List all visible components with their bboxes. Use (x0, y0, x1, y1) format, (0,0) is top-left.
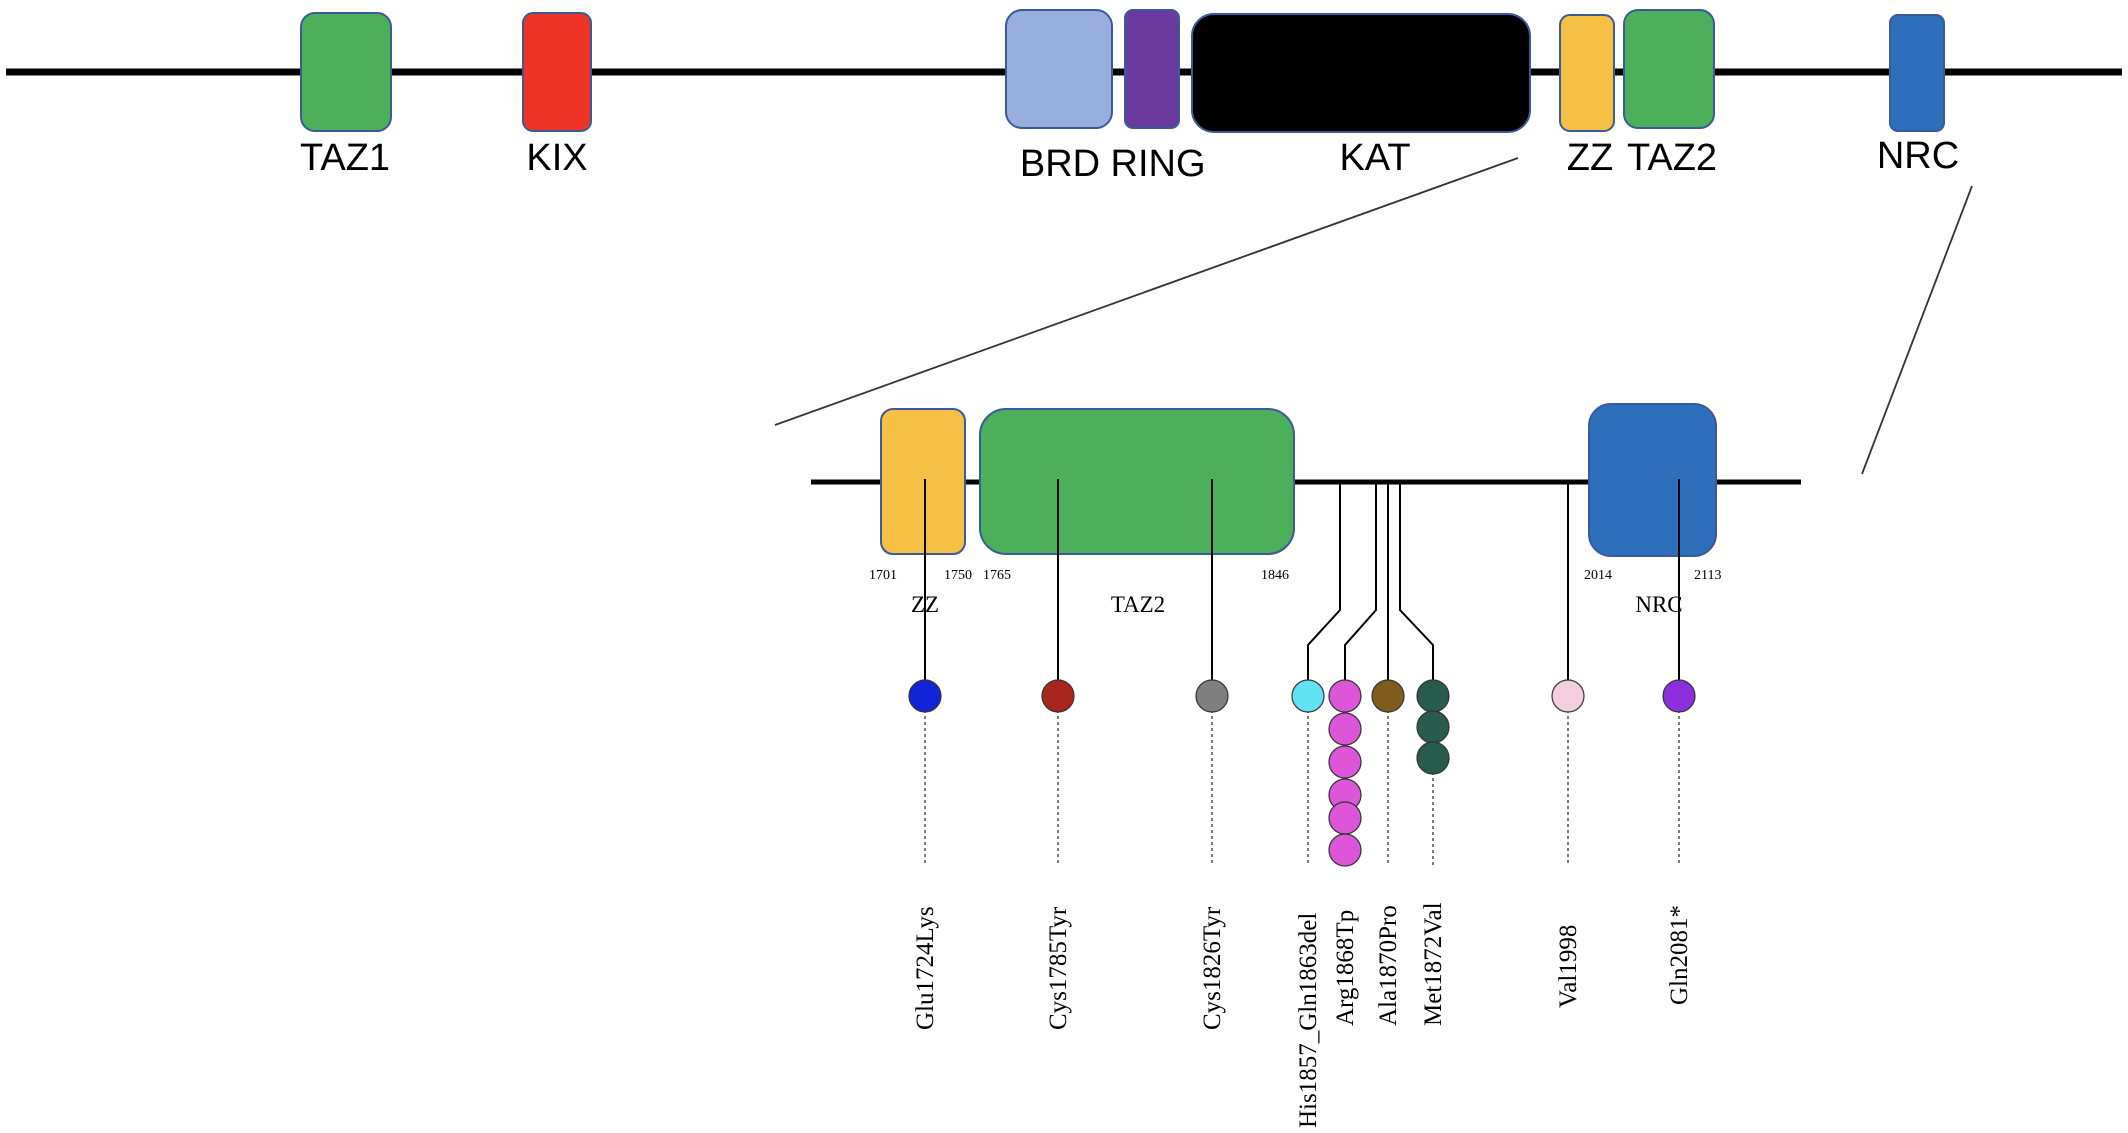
variant-stems (924, 479, 1680, 686)
variant-label-glu1724lys: Glu1724Lys (912, 906, 939, 1030)
domain-taz1-box (300, 12, 392, 132)
domain-taz2-box (1623, 9, 1715, 129)
detail-nrc-end: 2113 (1694, 568, 1721, 583)
variant-label-met1872val: Met1872Val (1420, 902, 1447, 1026)
variant-circle-cys1785tyr (1041, 679, 1075, 713)
domain-kat-box (1191, 13, 1531, 133)
detail-domain-nrc-box (1588, 403, 1717, 557)
variant-circle-met1872val-3 (1416, 741, 1450, 775)
variant-label-arg1868tp: Arg1868Tp (1332, 910, 1359, 1026)
variant-circle-cys1826tyr (1195, 679, 1229, 713)
domain-label-kat: KAT (1339, 137, 1410, 179)
detail-domain-zz-box (880, 408, 966, 555)
detail-zz-start: 1701 (869, 568, 897, 583)
variant-leaders (924, 710, 1680, 866)
variant-label-cys1785tyr: Cys1785Tyr (1045, 906, 1072, 1030)
domain-label-ring: RING (1111, 143, 1206, 185)
full-protein-track: TAZ1 KIX BRD RING KAT ZZ TAZ2 NRC (6, 9, 2122, 185)
variant-circle-arg1868tp-2 (1328, 712, 1362, 746)
domain-label-kix: KIX (526, 137, 587, 179)
domain-label-zz: ZZ (1567, 137, 1613, 179)
variant-circle-arg1868tp-6 (1328, 833, 1362, 867)
stem-met1872val (1399, 482, 1434, 686)
domain-label-nrc: NRC (1877, 135, 1959, 177)
variant-circle-arg1868tp-5 (1328, 801, 1362, 835)
variant-circle-met1872val-2 (1416, 710, 1450, 744)
domain-nrc-box (1889, 14, 1945, 132)
variant-circle-arg1868tp-1 (1328, 679, 1362, 713)
variant-circle-ala1870pro (1371, 679, 1405, 713)
detail-taz2-start: 1765 (983, 568, 1011, 583)
stem-his1857-gln1863del (1307, 482, 1341, 686)
domain-brd-box (1005, 9, 1113, 129)
domain-zz-box (1559, 14, 1615, 132)
variant-label-val1998: Val1998 (1555, 925, 1582, 1008)
variant-circles (908, 679, 1696, 867)
detail-zz-end: 1750 (944, 568, 972, 583)
detail-domain-label-taz2: TAZ2 (1111, 592, 1165, 617)
domain-ring-box (1124, 9, 1180, 129)
stem-arg1868tp (1344, 482, 1377, 686)
domain-label-brd: BRD (1020, 143, 1100, 185)
variant-labels: Glu1724Lys Cys1785Tyr Cys1826Tyr His1857… (912, 902, 1693, 1128)
detail-domain-taz2-box (979, 408, 1295, 555)
variant-circle-met1872val-1 (1416, 679, 1450, 713)
variant-circle-val1998 (1551, 679, 1585, 713)
variant-label-ala1870pro: Ala1870Pro (1375, 905, 1402, 1026)
zoom-guide-left (774, 157, 1519, 426)
domain-label-taz2: TAZ2 (1627, 137, 1717, 179)
variant-label-gln2081-stop: Gln2081* (1666, 905, 1693, 1005)
variant-circle-his1857-gln1863del (1291, 679, 1325, 713)
variant-circle-glu1724lys (908, 679, 942, 713)
variant-label-cys1826tyr: Cys1826Tyr (1199, 906, 1226, 1030)
zoom-guide-right (1861, 185, 1973, 475)
detail-nrc-start: 2014 (1584, 568, 1612, 583)
detail-track: 1701 1750 1765 1846 2014 2113 ZZ TAZ2 NR… (811, 403, 1801, 1128)
variant-circle-arg1868tp-3 (1328, 745, 1362, 779)
variant-circle-gln2081-stop (1662, 679, 1696, 713)
domain-kix-box (522, 12, 592, 132)
variant-label-his1857-gln1863del: His1857_Gln1863del (1295, 913, 1322, 1128)
detail-taz2-end: 1846 (1261, 568, 1289, 583)
domain-label-taz1: TAZ1 (300, 137, 390, 179)
detail-domain-label-nrc: NRC (1635, 592, 1682, 617)
